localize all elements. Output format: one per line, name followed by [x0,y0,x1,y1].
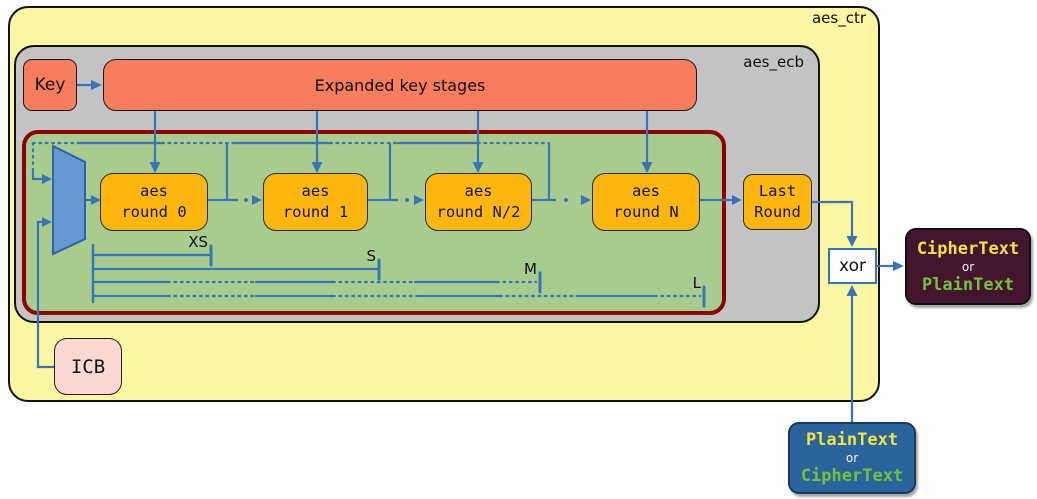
last-round-box: Last Round [743,174,812,230]
key-label: Key [34,75,66,95]
m-label: M [524,260,537,278]
mux-top-input-arrow [31,168,52,184]
aes-round-n-box: aes round N [592,173,700,231]
output-or: or [961,259,975,274]
ciphertext-output-box: CipherText or PlainText [905,228,1031,305]
input-or: or [845,451,859,465]
last-round-line2: Round [754,203,801,221]
last-round-line1: Last [758,182,797,201]
round0-to-round1-wire [208,143,262,205]
expanded-key-stages-box: Expanded key stages [103,59,697,111]
input-line1: PlainText [805,430,899,450]
key-to-expanded-arrow [77,80,102,90]
aes-round-n-line2: round N [613,203,679,221]
aes-round-n2-line2: round N/2 [436,203,521,221]
aes-ecb-label: aes_ecb [743,53,804,71]
s-label: S [366,247,376,265]
mux-output-arrow [85,195,101,205]
aes-round-0-line1: aes [140,182,168,201]
icb-label: ICB [70,355,106,378]
xor-to-output-arrow [877,261,904,271]
round1-to-roundN2-wire [368,143,424,205]
xor-box: xor [828,248,877,284]
aes-round-n2-box: aes round N/2 [425,173,532,231]
aes-round-1-line1: aes [301,182,330,201]
aes-round-1-box: aes round 1 [263,173,368,231]
input-line3: CipherText [800,466,904,486]
expanded-key-stages-label: Expanded key stages [314,75,486,95]
aes-round-0-box: aes round 0 [100,173,208,231]
output-line1: CipherText [916,238,1020,259]
aes-round-1-line2: round 1 [282,203,349,221]
output-line3: PlainText [921,274,1015,295]
feedback-line [31,141,551,170]
xs-label: XS [188,233,208,251]
l-label: L [692,274,701,292]
roundN2-to-roundN-wire [532,143,591,205]
icb-box: ICB [54,338,122,395]
aes-round-n-line1: aes [632,182,660,201]
expanded-key-down-arrows [149,111,653,173]
icb-to-mux-wire [36,217,54,369]
key-size-lines [91,243,706,308]
aes-round-0-line2: round 0 [121,203,187,221]
aes-ctr-label: aes_ctr [811,9,866,27]
key-box: Key [23,59,77,111]
mux-shape [52,144,86,256]
aes-round-n2-line1: aes [464,182,493,201]
roundN-to-lastround-arrow [700,195,742,205]
input-to-xor-arrow [846,285,858,422]
lastround-to-xor-wire [812,200,858,247]
xor-label: xor [839,256,866,276]
plaintext-input-box: PlainText or CipherText [788,422,916,494]
